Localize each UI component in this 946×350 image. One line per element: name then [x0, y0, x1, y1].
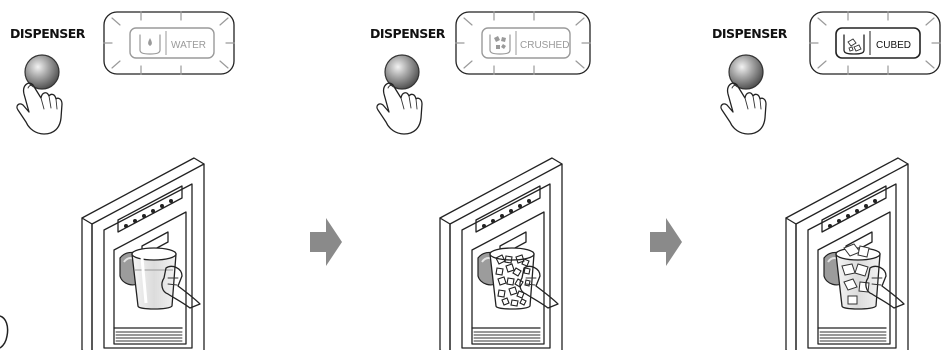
- water-glass-icon: [140, 35, 160, 54]
- right-arrow-icon: [650, 218, 682, 266]
- step-water: DISPENSER WATER: [10, 12, 234, 350]
- mode-label-crushed: CRUSHED: [520, 40, 569, 51]
- mode-label-water: WATER: [171, 40, 206, 51]
- dispenser-button-label: DISPENSER: [712, 26, 788, 41]
- crushed-ice-glass-icon: [490, 35, 510, 54]
- pointing-hand-icon: [377, 83, 422, 134]
- edge-fragment: [0, 316, 8, 348]
- pointing-hand-icon: [17, 83, 62, 134]
- dispenser-unit: [82, 158, 204, 350]
- dispenser-button[interactable]: [385, 55, 419, 89]
- mode-display: WATER: [104, 12, 234, 74]
- right-arrow-icon: [310, 218, 342, 266]
- step-cubed: DISPENSER CUBED: [712, 12, 940, 350]
- crushed-ice-glass: [490, 248, 534, 309]
- dispenser-unit: [786, 158, 908, 350]
- cubed-ice-glass: [836, 244, 880, 309]
- dispenser-button-label: DISPENSER: [10, 26, 86, 41]
- water-glass: [132, 248, 176, 309]
- dispenser-button-label: DISPENSER: [370, 26, 446, 41]
- mode-label-cubed: CUBED: [876, 40, 911, 51]
- dispenser-button[interactable]: [25, 55, 59, 89]
- mode-display: CRUSHED: [456, 12, 590, 74]
- pointing-hand-icon: [721, 83, 766, 134]
- dispenser-unit: [440, 158, 562, 350]
- step-crushed: DISPENSER CRUSHED: [370, 12, 590, 350]
- dispenser-button[interactable]: [729, 55, 763, 89]
- mode-display: CUBED: [810, 12, 940, 74]
- cubed-ice-glass-icon: [844, 35, 864, 54]
